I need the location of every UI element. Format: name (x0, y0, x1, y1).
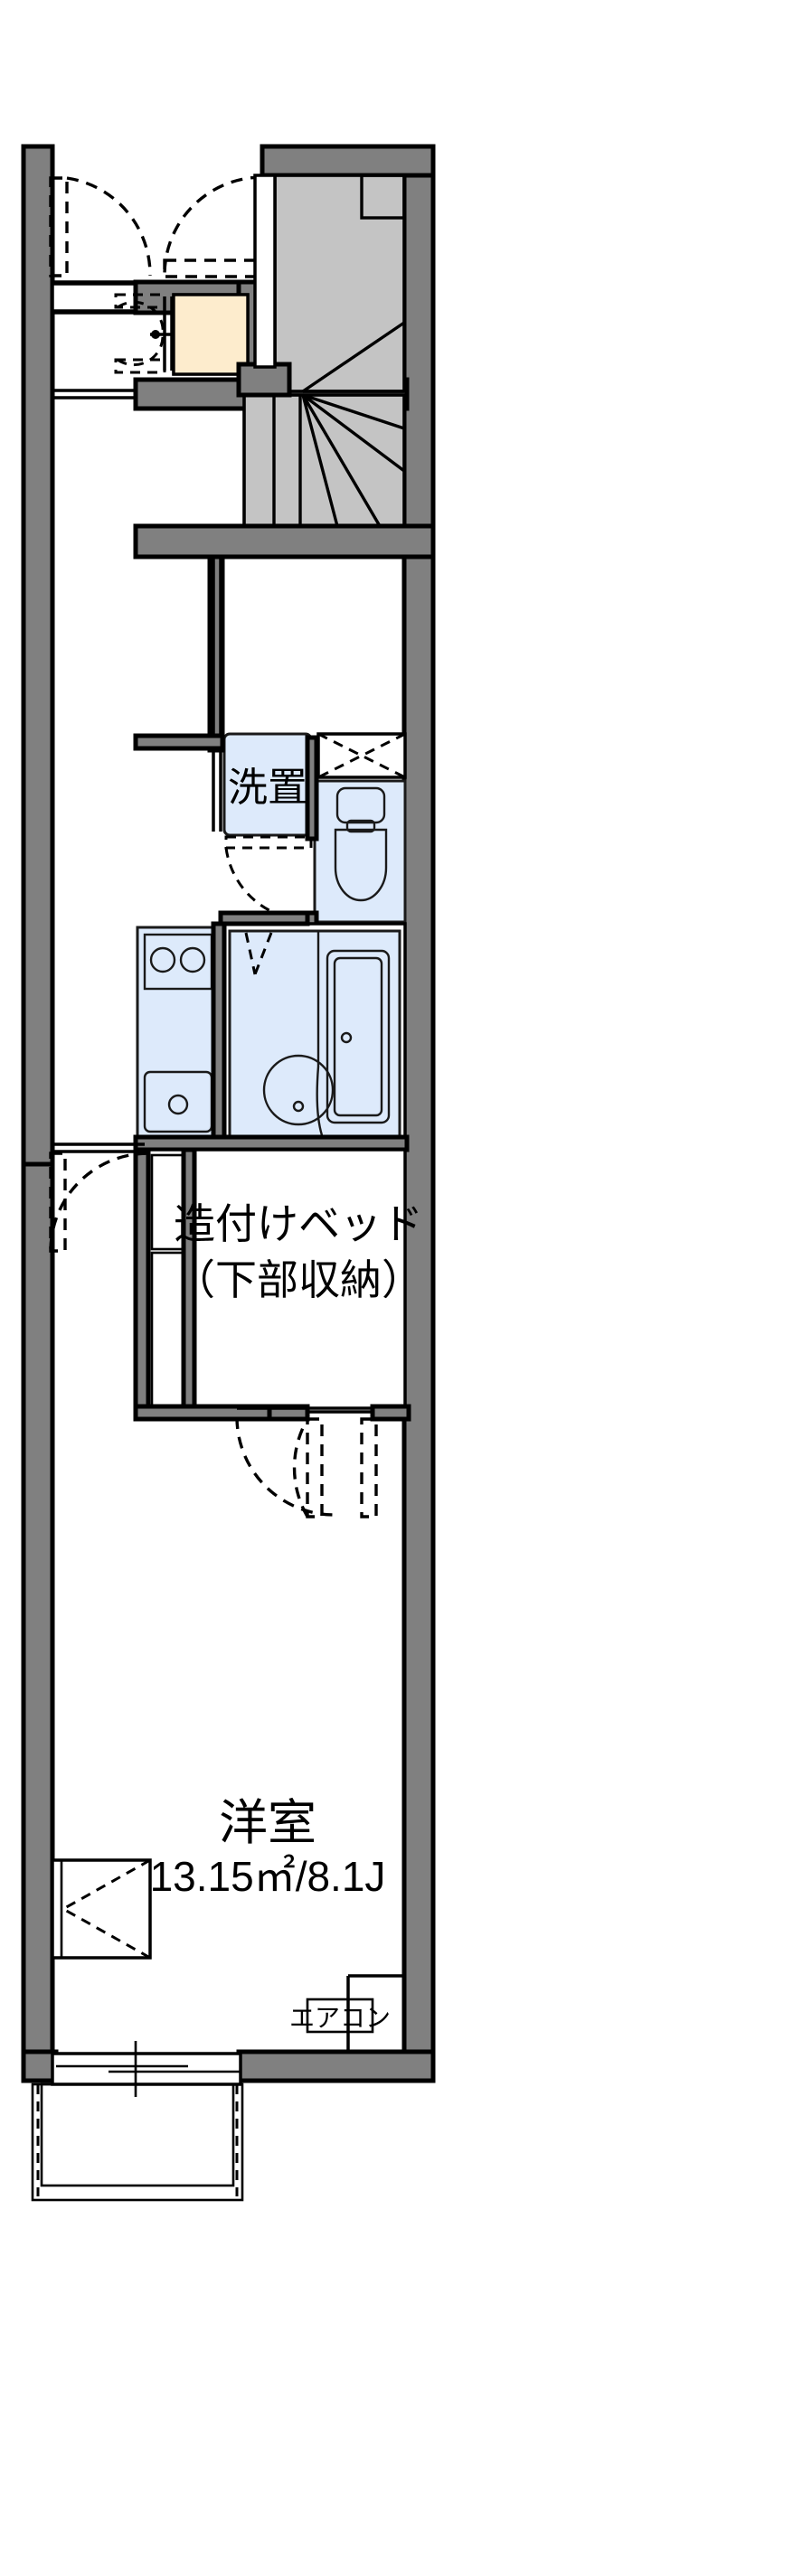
exterior-wall-left-bottom (21, 1161, 55, 2082)
entry-threshold (51, 282, 139, 313)
main-room-area: 13.15㎡/8.1J (150, 1853, 386, 1900)
wall-below-stairs (133, 523, 436, 559)
exterior-wall-left-upper (21, 144, 55, 1169)
genkan-floor (172, 293, 250, 376)
laundry-label: 洗置 (228, 766, 307, 810)
side-window (51, 1858, 152, 1960)
entrance-door[interactable] (49, 176, 152, 277)
stair-gap (253, 174, 277, 369)
wall-bed-bottom-right (370, 1404, 411, 1422)
bedroom-door[interactable] (235, 1416, 378, 1518)
main-room-label: 洋室 (219, 1796, 316, 1850)
wall-bath-top (218, 910, 310, 926)
kitchen-sink (136, 926, 221, 1141)
wall-stair-landing (236, 362, 292, 398)
wall-toilet-left-upper (305, 735, 319, 841)
exterior-wall-bottom-right (236, 2049, 436, 2083)
exterior-wall-bottom-left (21, 2049, 59, 2083)
wall-closet-left (133, 1147, 151, 1420)
upper-cabinet (316, 732, 407, 779)
bathroom (222, 922, 407, 1146)
built-in-bed-label-line1: 造付けベッド (174, 1200, 423, 1247)
kitchen-door[interactable] (49, 1152, 149, 1253)
wall-bath-left (211, 921, 227, 1147)
corridor-door[interactable] (114, 293, 174, 374)
wall-bath-bottom (133, 1134, 410, 1152)
balcony (31, 2082, 244, 2202)
toilet (313, 779, 407, 924)
exterior-wall-right (401, 144, 436, 2083)
balcony-window (51, 2041, 242, 2097)
built-in-bed-label-line2: （下部収納） (174, 1256, 423, 1303)
air-conditioner (306, 1998, 374, 2034)
staircase (242, 174, 406, 528)
wall-hall-laundry (133, 733, 225, 751)
exterior-wall-top (260, 144, 436, 178)
air-conditioner-label: エアコン (289, 2004, 391, 2032)
